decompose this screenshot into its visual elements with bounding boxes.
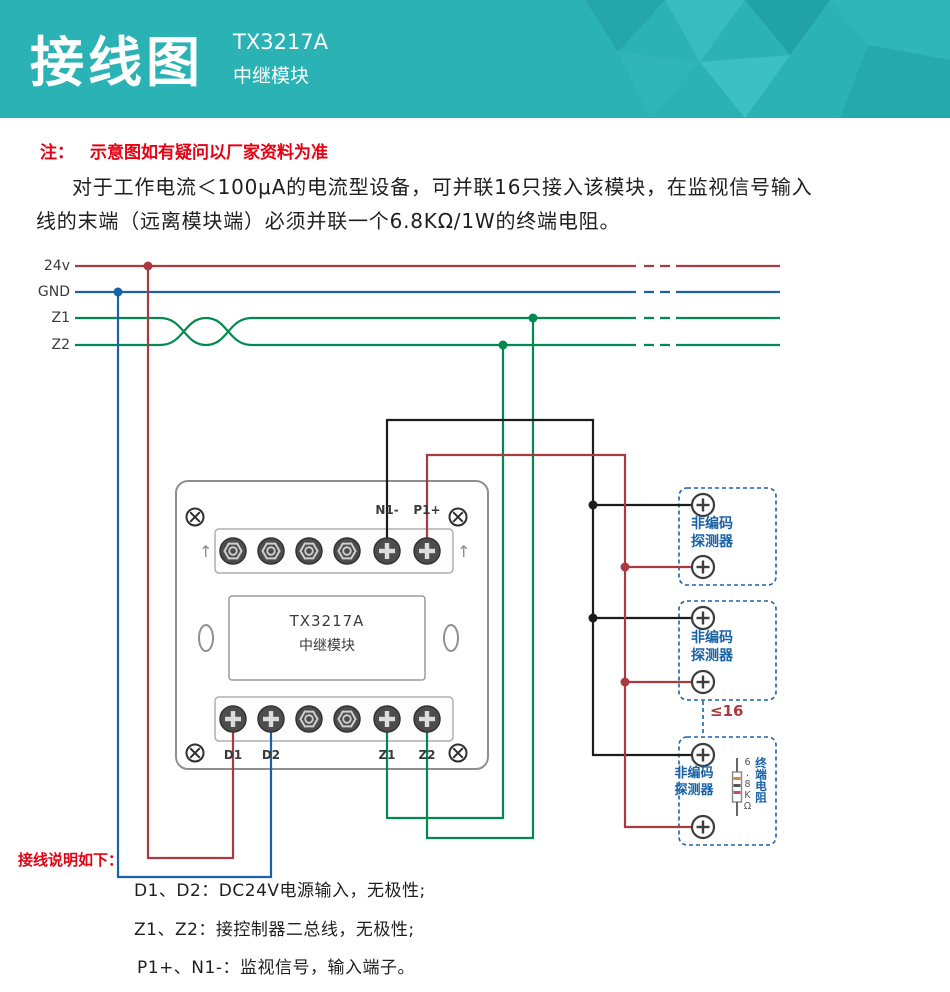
resistor-value-label: 6.8KΩ (742, 757, 753, 812)
terminal-p1-screw (413, 537, 441, 565)
bus-label-gnd: GND (37, 284, 70, 300)
detector3-terminal-bottom-icon (690, 814, 716, 840)
instruction-line: P1+、N1-：监视信号，输入端子。 (137, 958, 415, 978)
wire-z2bus-to-z1 (385, 345, 505, 820)
detector2-label-line2: 探测器 (691, 648, 733, 664)
note-prefix: 注： (40, 143, 74, 163)
detector1-terminal-top-icon (690, 492, 716, 518)
terminal-d1-screw (219, 705, 247, 733)
wire-p1-red-trunk (425, 453, 693, 829)
detector2-terminal-bottom-icon (690, 669, 716, 695)
note-body-line2: 线的末端（远离模块端）必须并联一个6.8KΩ/1W的终端电阻。 (36, 209, 621, 233)
bus-line-z1-twisted (75, 316, 780, 347)
wires (116, 266, 693, 879)
terminal-z2-screw (413, 705, 441, 733)
detector2-terminal-top-icon (690, 605, 716, 631)
detector2-label-line1: 非编码 (691, 630, 733, 646)
terminal-d2-screw (257, 705, 285, 733)
header-pattern (0, 0, 950, 118)
bus-label-24v: 24v (43, 258, 70, 274)
label-n1: N1- (375, 503, 399, 517)
detector1-label-line2: 探测器 (691, 534, 733, 550)
screw-icon (448, 743, 468, 763)
detector-count-note: ≤16 (710, 702, 744, 720)
module-model: TX3217A (289, 612, 365, 630)
resistor-name-label: 终端电阻 (754, 757, 768, 803)
wire-n1-black-trunk (385, 418, 693, 757)
label-d1: D1 (223, 748, 243, 762)
terminal-hex-icon (333, 537, 361, 565)
header-banner: 接线图 TX3217A 中继模块 (0, 0, 950, 118)
arrow-up-icon: ↑ (199, 542, 213, 561)
label-z1: Z1 (378, 748, 396, 762)
terminal-hex-icon (219, 537, 247, 565)
detector1-label-line1: 非编码 (691, 516, 733, 532)
detector1-terminal-bottom-icon (690, 554, 716, 580)
terminal-hex-icon (333, 705, 361, 733)
header-model: TX3217A (233, 30, 329, 54)
terminal-hex-icon (257, 537, 285, 565)
note-body-line1: 对于工作电流＜100μA的电流型设备，可并联16只接入该模块，在监视信号输入 (72, 175, 813, 199)
bus-label-z1: Z1 (51, 310, 71, 326)
terminal-resistor-icon (731, 758, 743, 816)
detector3-label-line2: 探测器 (674, 783, 714, 798)
module-name: 中继模块 (299, 638, 355, 654)
arrow-up-icon: ↑ (457, 542, 471, 561)
wire-z1bus-to-z2 (425, 318, 535, 840)
wire-gnd-to-d2 (116, 292, 273, 879)
label-z2: Z2 (418, 748, 436, 762)
page-title: 接线图 (30, 31, 204, 94)
header-subtitle: 中继模块 (233, 65, 310, 87)
screw-icon (185, 507, 205, 527)
detector3-label-line1: 非编码 (674, 766, 714, 781)
junction-dots (113, 261, 630, 687)
terminal-n1-screw (373, 537, 401, 565)
screw-icon (448, 507, 468, 527)
instruction-line: Z1、Z2：接控制器二总线，无极性; (134, 920, 415, 940)
bus-label-z2: Z2 (51, 337, 71, 353)
terminal-z1-screw (373, 705, 401, 733)
instructions-title: 接线说明如下： (18, 851, 124, 869)
label-d2: D2 (261, 748, 281, 762)
terminal-hex-icon (295, 705, 323, 733)
screw-icon (185, 743, 205, 763)
note-warning: 示意图如有疑问以厂家资料为准 (90, 143, 328, 163)
detector3-terminal-top-icon (690, 742, 716, 768)
instruction-line: D1、D2：DC24V电源输入，无极性; (134, 881, 426, 901)
wire-24v-to-d1 (146, 266, 235, 860)
label-p1: P1+ (413, 503, 441, 517)
bus-line-z2-twisted (75, 316, 780, 347)
terminal-hex-icon (295, 537, 323, 565)
